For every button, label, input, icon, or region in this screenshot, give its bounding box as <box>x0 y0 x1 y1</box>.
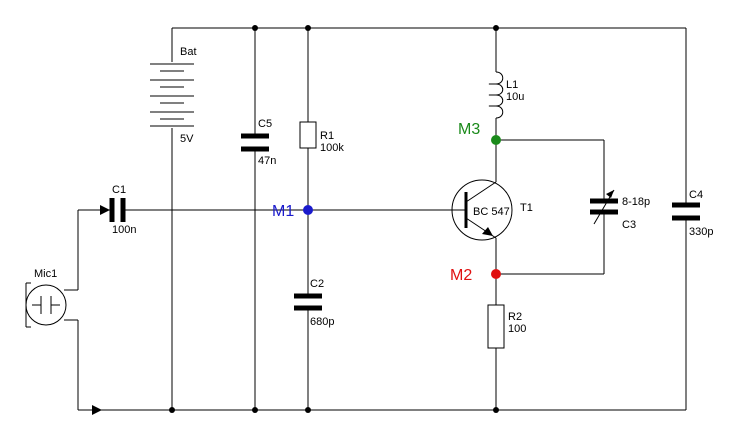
mic-name: Mic1 <box>34 268 57 280</box>
l1-name: L1 <box>506 79 518 91</box>
m3-probe-dot[interactable] <box>491 135 501 145</box>
resistor-r2 <box>487 304 505 349</box>
r1-name: R1 <box>320 130 334 142</box>
junction-dots <box>169 25 499 413</box>
m1-probe-dot[interactable] <box>303 205 313 215</box>
battery-symbol <box>150 63 194 127</box>
c4-name: C4 <box>689 189 703 201</box>
battery-value: 5V <box>180 133 194 145</box>
r1-value: 100k <box>320 142 344 154</box>
t1-name: T1 <box>520 202 533 214</box>
microphone-symbol <box>25 282 79 337</box>
c1-value: 100n <box>112 224 136 236</box>
wiring <box>77 27 687 411</box>
c5-value: 47n <box>258 155 276 167</box>
m2-label: M2 <box>450 267 472 284</box>
capacitor-c4 <box>672 202 700 221</box>
variable-capacitor-c3 <box>590 189 618 225</box>
inductor-l1 <box>488 71 504 119</box>
m3-label: M3 <box>458 121 480 138</box>
c1-name: C1 <box>112 184 126 196</box>
arrow-icon <box>100 205 110 215</box>
m1-label: M1 <box>272 203 294 220</box>
t1-part: BC 547 <box>473 206 510 218</box>
c2-name: C2 <box>310 278 324 290</box>
c5-name: C5 <box>258 118 272 130</box>
c3-value: 8-18p <box>622 196 650 208</box>
c4-value: 330p <box>689 226 713 238</box>
l1-value: 10u <box>506 91 524 103</box>
transistor-t1 <box>451 179 513 241</box>
r2-name: R2 <box>508 311 522 323</box>
m2-probe-dot[interactable] <box>491 269 501 279</box>
resistor-r1 <box>299 121 317 149</box>
c2-value: 680p <box>310 316 334 328</box>
capacitor-c5 <box>241 133 269 152</box>
arrow-icon <box>92 405 102 415</box>
capacitor-c2 <box>294 293 322 311</box>
battery-name: Bat <box>180 46 197 58</box>
capacitor-c1 <box>109 198 126 222</box>
r2-value: 100 <box>508 323 526 335</box>
c3-name: C3 <box>622 219 636 231</box>
emitter-arrow-icon <box>482 227 493 236</box>
